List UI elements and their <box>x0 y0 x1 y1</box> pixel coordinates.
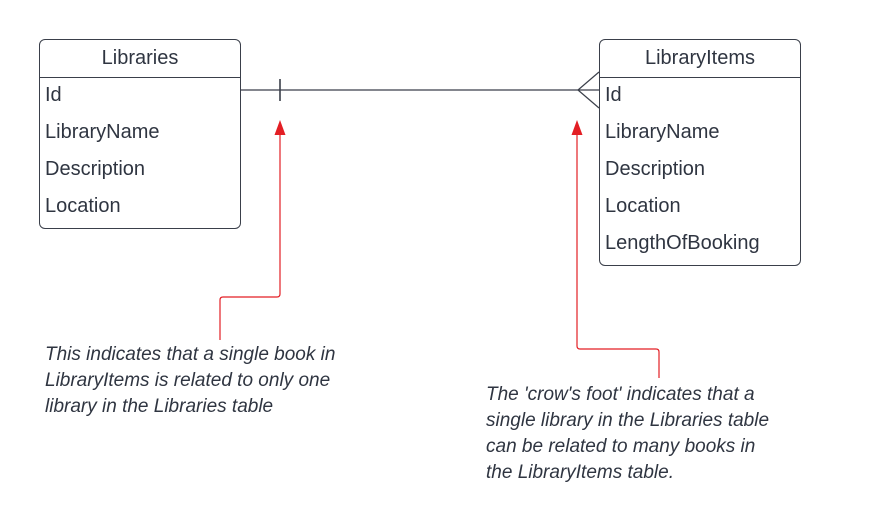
one-side-annotation: This indicates that a single book in Lib… <box>45 342 405 420</box>
entity-field-id: Id <box>605 84 622 106</box>
right-callout-arrow <box>571 120 660 378</box>
libraries-entity[interactable]: Libraries Id LibraryName Description Loc… <box>39 39 241 229</box>
entity-field-libraryname: LibraryName <box>605 121 720 143</box>
annotation-line: This indicates that a single book in <box>45 344 336 365</box>
crows-foot-mark <box>577 71 600 109</box>
entity-title: LibraryItems <box>600 40 800 78</box>
entity-field-description: Description <box>605 158 706 180</box>
annotation-line: LibraryItems is related to only one <box>45 370 331 391</box>
annotation-line: single library in the Libraries table <box>486 410 770 431</box>
entity-field-libraryname: LibraryName <box>45 121 160 143</box>
entity-field-location: Location <box>45 195 121 217</box>
left-callout-arrow <box>219 120 286 340</box>
entity-field-id: Id <box>45 84 62 106</box>
entity-field-lengthofbooking: LengthOfBooking <box>605 232 760 254</box>
annotation-line: the LibraryItems table. <box>486 462 674 483</box>
library-items-entity[interactable]: LibraryItems Id LibraryName Description … <box>599 39 801 266</box>
many-side-annotation: The 'crow's foot' indicates that a singl… <box>486 382 826 486</box>
entity-title: Libraries <box>40 40 240 78</box>
annotation-line: library in the Libraries table <box>45 396 274 417</box>
annotation-line: can be related to many books in <box>486 436 756 457</box>
annotation-line: The 'crow's foot' indicates that a <box>486 384 755 405</box>
entity-field-description: Description <box>45 158 146 180</box>
entity-field-location: Location <box>605 195 681 217</box>
